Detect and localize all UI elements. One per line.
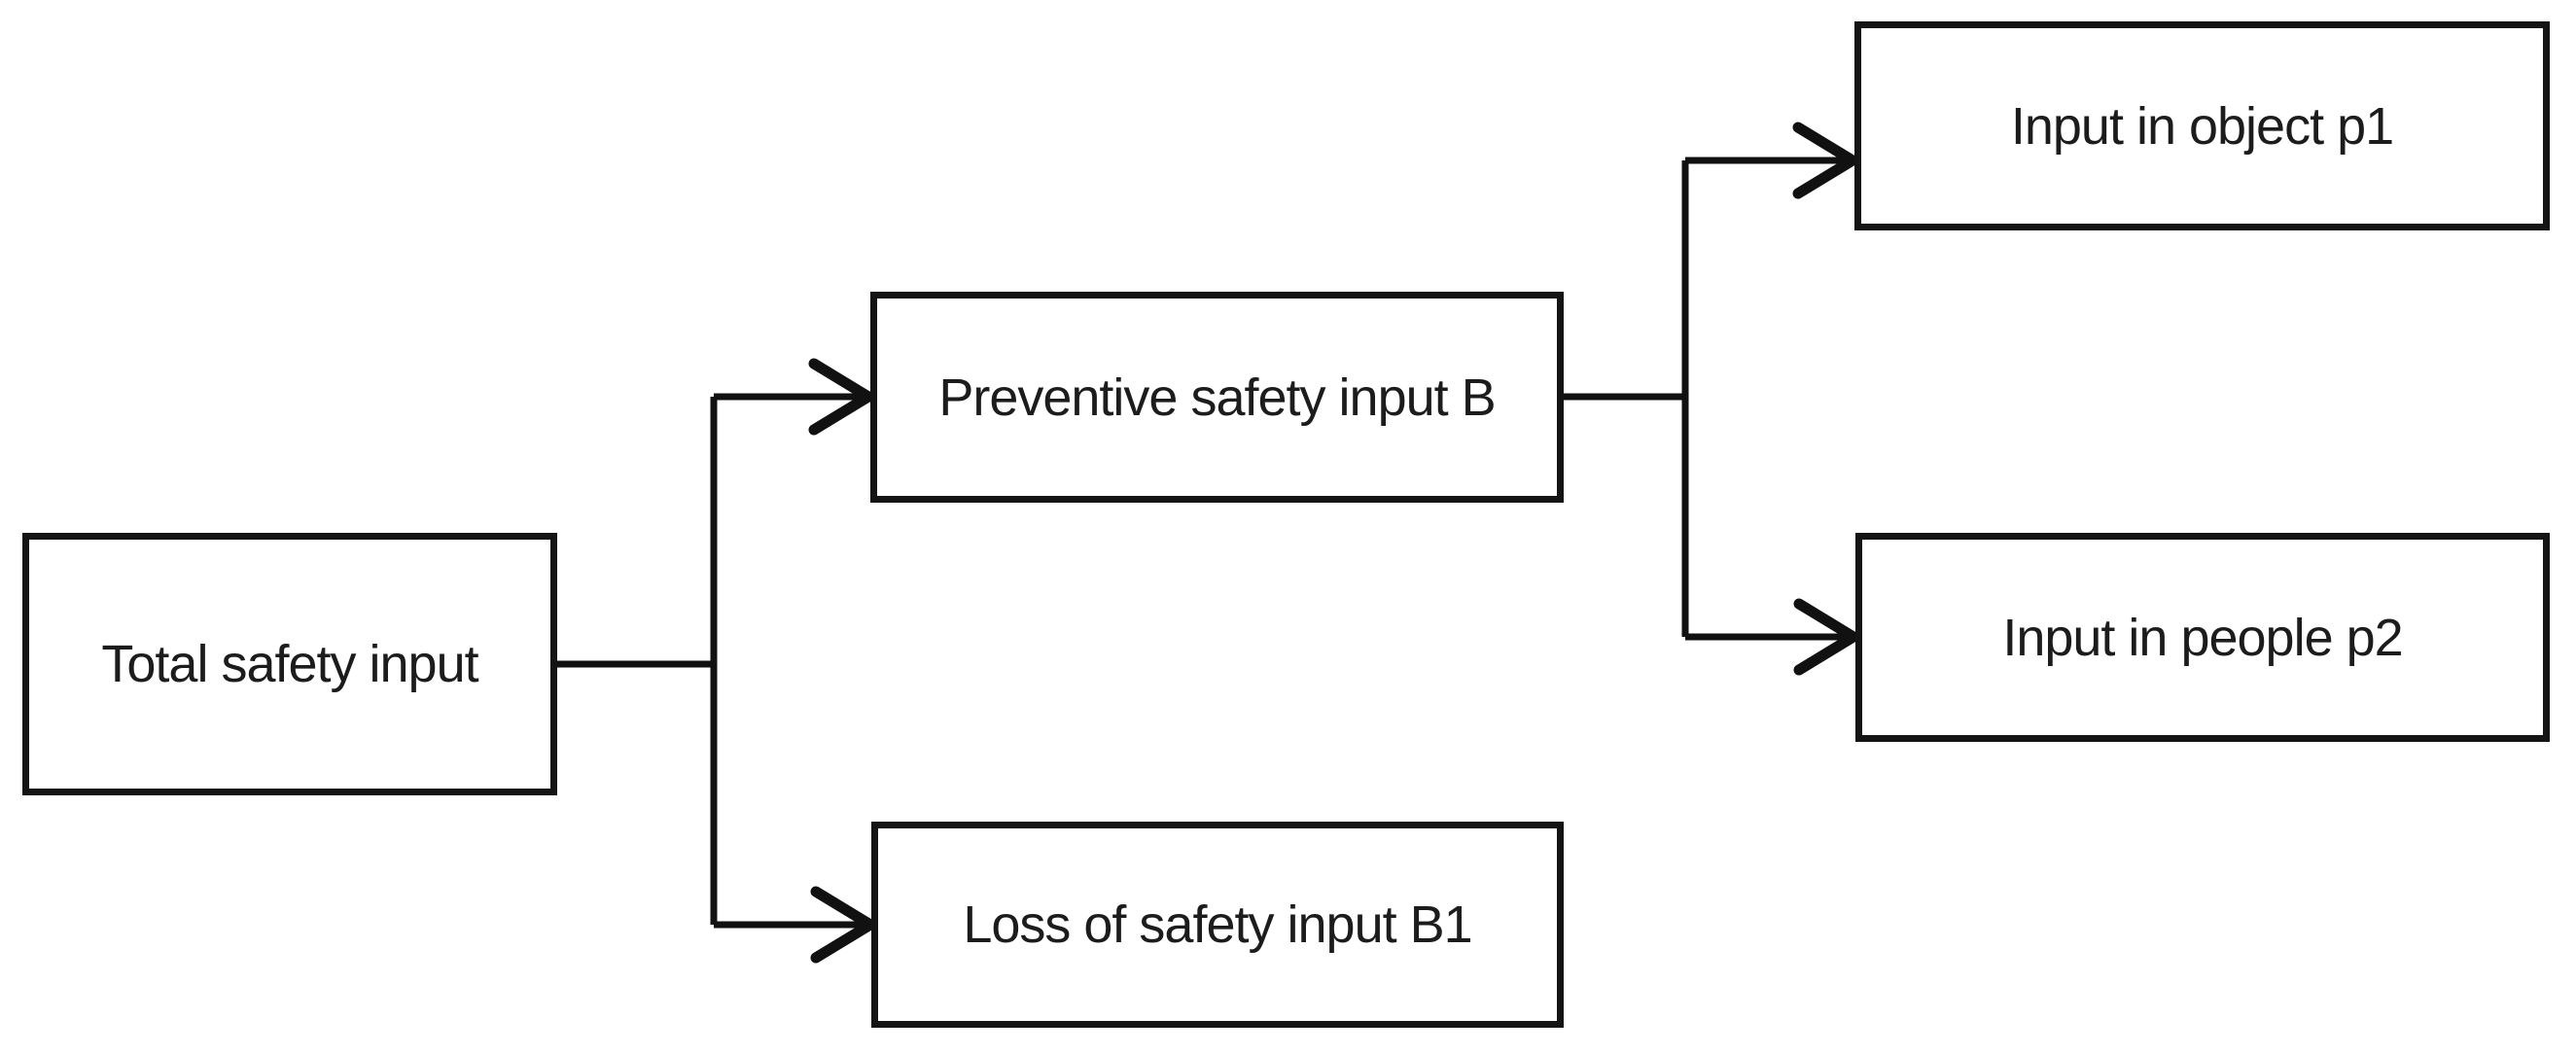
node-preventive-safety-input-b-label: Preventive safety input B — [938, 368, 1496, 427]
arrowhead-preventive-icon — [808, 358, 879, 436]
arrowhead-p2-icon — [1793, 598, 1864, 676]
arrowhead-loss-icon — [810, 886, 881, 964]
node-input-in-object-p1: Input in object p1 — [1854, 21, 2550, 230]
arrowhead-p1-icon — [1792, 122, 1863, 199]
edge-preventive-to-branch2 — [1564, 160, 1689, 637]
node-total-safety-input-label: Total safety input — [101, 635, 478, 693]
node-loss-of-safety-input-b1-label: Loss of safety input B1 — [963, 896, 1472, 954]
node-loss-of-safety-input-b1: Loss of safety input B1 — [871, 822, 1564, 1028]
node-preventive-safety-input-b: Preventive safety input B — [870, 292, 1564, 503]
edge-total-to-branch1 — [557, 397, 718, 925]
node-total-safety-input: Total safety input — [22, 533, 557, 795]
node-input-in-people-p2-label: Input in people p2 — [2002, 608, 2403, 667]
node-input-in-object-p1-label: Input in object p1 — [2010, 96, 2394, 156]
node-input-in-people-p2: Input in people p2 — [1855, 533, 2550, 742]
